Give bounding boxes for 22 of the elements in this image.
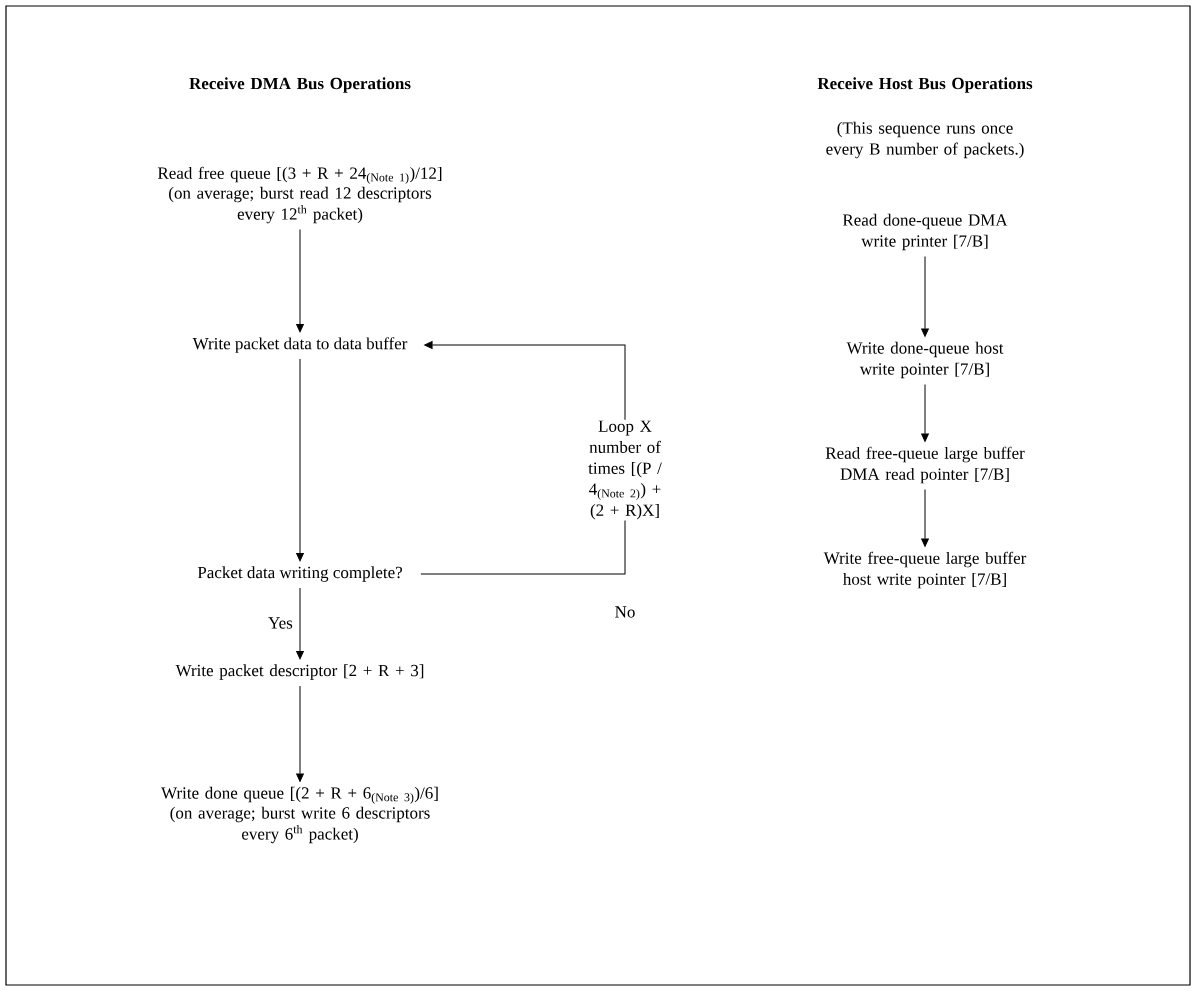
- step-text: Read done-queue DMA write printer [7/B]: [842, 213, 1008, 251]
- arrow: [296, 685, 304, 782]
- arrow: [296, 587, 304, 660]
- step-text: Read free-queue large buffer DMA read pointer [7/B]: [825, 446, 1025, 484]
- step-text: Read free queue [(3 + R + 24$_{(Note 1)}$)/12] (on average; burst read 12 descriptors every 12$^{th}$ packet): [157, 166, 442, 224]
- edge-label: Yes: [267, 616, 294, 630]
- step-text: Write packet descriptor [2 + R + 3]: [175, 664, 424, 680]
- arrow: [921, 489, 929, 547]
- note-text: (This sequence runs once every B number of packets.): [826, 121, 1024, 159]
- step-text: Write done-queue host write pointer [7/B]: [846, 341, 1004, 379]
- heading: Receive DMA Bus Operations: [189, 77, 411, 93]
- note-text: No: [615, 606, 635, 618]
- step-text: Write done queue [(2 + R + 6$_{(Note 3)}$)/6] (on average; burst write 6 descriptors every 6$^{th}$ packet): [161, 786, 438, 844]
- arrow: [296, 229, 304, 333]
- arrow: [921, 255, 929, 337]
- step-text: Write packet data to data buffer: [192, 337, 408, 353]
- heading: Receive Host Bus Operations: [817, 77, 1033, 93]
- step-text: Write free-queue large buffer host write pointer [7/B]: [823, 551, 1027, 589]
- edge-label: Loop X number of times [(P / 4$_{(Note 2)}$) + (2 + R)X]: [569, 419, 681, 521]
- arrow: [296, 358, 304, 562]
- arrow: [921, 383, 929, 442]
- step-text: Packet data writing complete?: [197, 566, 402, 582]
